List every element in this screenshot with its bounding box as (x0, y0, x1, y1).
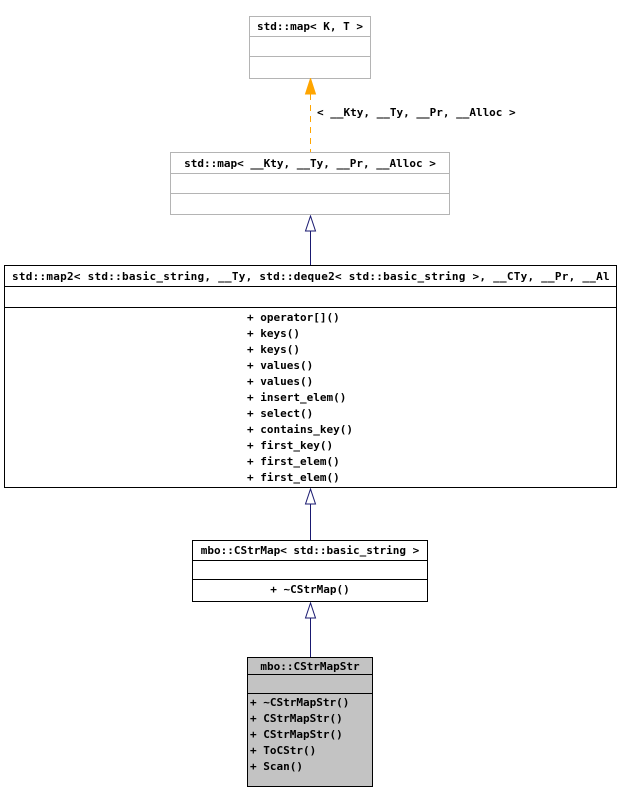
inheritance-arrow (304, 488, 317, 541)
inheritance-arrow (304, 602, 317, 658)
template-args-label: < __Kty, __Ty, __Pr, __Alloc > (317, 106, 516, 119)
arrowhead-icon (304, 488, 317, 505)
class-node-cstrmap[interactable]: mbo::CStrMap< std::basic_string > + ~CSt… (192, 540, 428, 602)
class-title: std::map< K, T > (250, 17, 370, 37)
method-item: + CStrMapStr() (250, 728, 343, 741)
method-item: + CStrMapStr() (250, 712, 343, 725)
class-node-std-map2[interactable]: std::map2< std::basic_string, __Ty, std:… (4, 265, 617, 488)
class-title: mbo::CStrMap< std::basic_string > (193, 541, 427, 561)
method-item: + contains_key() (247, 423, 353, 436)
method-item: + first_elem() (247, 455, 340, 468)
class-node-cstrmapstr[interactable]: mbo::CStrMapStr + ~CStrMapStr() + CStrMa… (247, 657, 373, 787)
arrowhead-icon (304, 78, 317, 95)
method-item: + insert_elem() (247, 391, 347, 404)
arrowhead-icon (304, 602, 317, 619)
attributes-compartment (248, 675, 372, 694)
method-item: + values() (247, 359, 314, 372)
method-item: + Scan() (250, 760, 303, 773)
arrowhead-icon (304, 215, 317, 232)
class-node-std-map-template[interactable]: std::map< __Kty, __Ty, __Pr, __Alloc > (170, 152, 450, 215)
attributes-compartment (250, 37, 370, 57)
attributes-compartment (171, 174, 449, 194)
method-item: + values() (247, 375, 314, 388)
method-item: + select() (247, 407, 314, 420)
inheritance-arrow (304, 215, 317, 266)
class-title: std::map2< std::basic_string, __Ty, std:… (5, 266, 616, 287)
attributes-compartment (5, 287, 616, 308)
method-item: + ~CStrMap() (270, 583, 350, 596)
methods-compartment: + ~CStrMap() (193, 580, 427, 598)
method-item: + operator[]() (247, 311, 340, 324)
class-node-std-map-k-t[interactable]: std::map< K, T > (249, 16, 371, 79)
method-item: + keys() (247, 343, 300, 356)
method-item: + first_elem() (247, 471, 340, 484)
methods-compartment: + ~CStrMapStr() + CStrMapStr() + CStrMap… (248, 694, 372, 775)
method-item: + ~CStrMapStr() (250, 696, 350, 709)
method-item: + ToCStr() (250, 744, 317, 757)
class-title: mbo::CStrMapStr (248, 658, 372, 675)
method-item: + keys() (247, 327, 300, 340)
attributes-compartment (193, 561, 427, 580)
method-item: + first_key() (247, 439, 334, 452)
class-title: std::map< __Kty, __Ty, __Pr, __Alloc > (171, 153, 449, 174)
methods-compartment: + operator[]() + keys() + keys() + value… (5, 308, 616, 486)
